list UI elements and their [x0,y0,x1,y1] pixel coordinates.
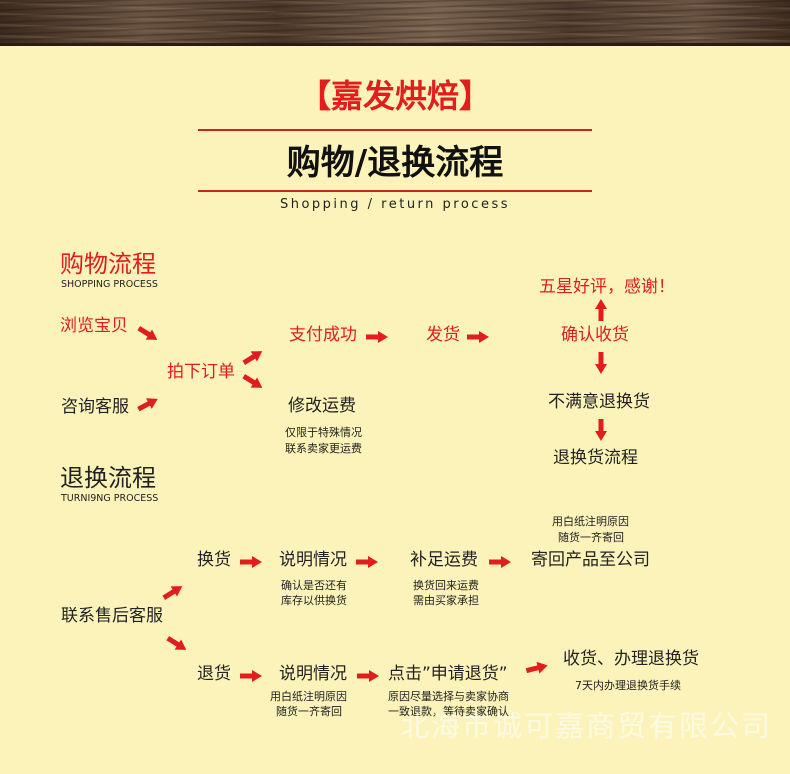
step-receive: 收货、办理退换货 [563,649,699,669]
explain-exchange-note-1: 确认是否还有 [281,579,347,592]
receive-note: 7天内办理退换货手续 [575,679,681,692]
step-explain-refund: 说明情况 [279,664,347,684]
arrow-consult-to-order [135,394,160,415]
step-five-star: 五星好评，感谢！ [539,277,675,297]
shopping-section-subtitle: SHOPPING PROCESS [61,279,158,290]
arrow-order-to-modify [240,371,265,393]
arrow-confirm-to-five-star [595,299,607,321]
arrow-unsatisfied-to-return [595,419,607,441]
step-explain-exchange: 说明情况 [279,550,347,570]
step-return-process: 退换货流程 [553,448,638,468]
step-exchange: 换货 [197,550,231,570]
step-unsatisfied: 不满意退换货 [548,392,650,412]
arrow-click-apply-to-receive [525,660,549,677]
explain-refund-note-2: 随货一齐寄回 [276,705,342,718]
arrow-order-to-pay [240,346,265,368]
arrow-explain-to-freight [356,556,378,568]
step-click-apply: 点击”申请退货” [388,664,508,684]
step-consult: 咨询客服 [61,397,129,417]
modify-fee-note-1: 仅限于特殊情况 [285,426,362,439]
page-subtitle: Shopping / return process [279,197,511,212]
shopping-section-title: 购物流程 [60,250,156,278]
step-add-freight: 补足运费 [410,550,478,570]
company-watermark: 北海市诚可嘉商贸有限公司 [399,709,772,743]
send-back-note-2: 随货一齐寄回 [558,531,624,544]
click-apply-note-2: 一致退款，等待卖家确认 [388,705,509,718]
step-refund: 退货 [197,664,231,684]
modify-fee-note-2: 联系卖家更运费 [285,442,362,455]
add-freight-note-1: 换货回来运费 [413,579,479,592]
arrow-refund-to-explain [240,670,262,682]
arrow-contact-to-refund [164,633,189,655]
title-rule-bottom [198,190,592,192]
page-title: 购物/退换流程 [286,143,504,183]
send-back-note-1: 用白纸注明原因 [552,515,629,528]
arrow-exchange-to-explain [240,556,262,568]
arrow-contact-to-exchange [160,581,185,603]
step-contact-after-sales: 联系售后客服 [61,606,163,626]
click-apply-note-1: 原因尽量选择与卖家协商 [388,690,509,703]
brand-title: 【嘉发烘焙】 [298,77,491,115]
explain-refund-note-1: 用白纸注明原因 [270,690,347,703]
step-confirm: 确认收货 [561,325,629,345]
title-rule-top [198,129,592,131]
returns-section-title: 退换流程 [60,464,156,492]
add-freight-note-2: 需由买家承担 [413,594,479,607]
arrow-explain-to-click-apply [357,670,379,682]
step-send-back: 寄回产品至公司 [531,550,650,570]
step-pay-success: 支付成功 [289,325,357,345]
arrow-ship-to-confirm [467,331,489,343]
explain-exchange-note-2: 库存以供换货 [281,594,347,607]
arrow-freight-to-send-back [489,556,511,568]
arrow-browse-to-order [135,323,160,345]
step-modify-fee: 修改运费 [288,396,356,416]
arrow-pay-to-ship [366,331,388,343]
step-ship: 发货 [426,325,460,345]
step-browse: 浏览宝贝 [60,316,128,336]
wood-banner [0,0,790,46]
returns-section-subtitle: TURNI9NG PROCESS [61,493,159,504]
step-order: 拍下订单 [167,362,235,382]
arrow-confirm-to-unsatisfied [595,352,607,374]
